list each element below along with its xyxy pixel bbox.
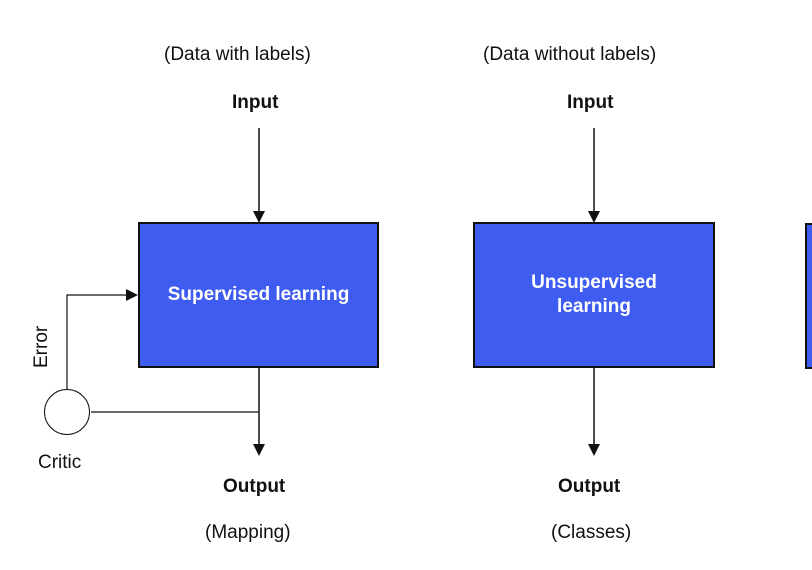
- unsupervised-top-note: (Data without labels): [483, 44, 657, 65]
- supervised-output-label: Output: [223, 476, 286, 497]
- unsupervised-input-label: Input: [567, 92, 614, 113]
- supervised-bottom-note: (Mapping): [205, 522, 291, 543]
- unsupervised-output-label: Output: [558, 476, 621, 497]
- supervised-top-note: (Data with labels): [164, 44, 311, 65]
- unsupervised-learning-box: Unsupervised learning: [473, 222, 715, 368]
- error-arrow: [66, 289, 138, 390]
- unsupervised-bottom-note: (Classes): [551, 522, 632, 543]
- critic-circle: [44, 389, 90, 435]
- supervised-box-label: Supervised learning: [167, 284, 350, 305]
- supervised-input-label: Input: [232, 92, 279, 113]
- critic-label: Critic: [38, 452, 82, 473]
- unsupervised-box-label: Unsupervised learning: [531, 272, 657, 317]
- supervised-learning-box: Supervised learning: [138, 222, 379, 368]
- third-box-edge: [805, 223, 812, 369]
- error-label: Error: [31, 325, 52, 368]
